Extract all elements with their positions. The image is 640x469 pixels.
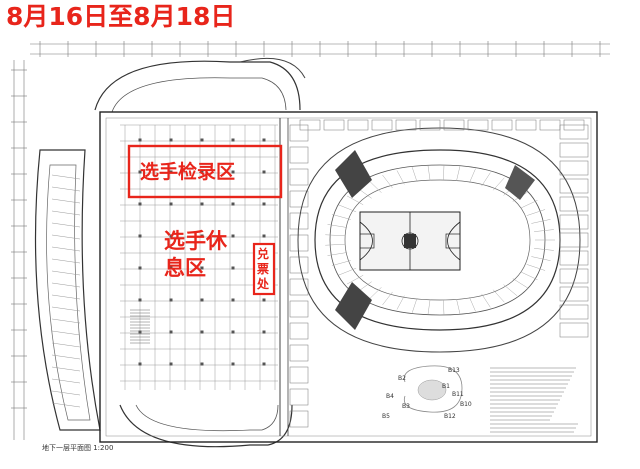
top-ramp-inner — [111, 77, 287, 113]
left-hall-stair — [130, 309, 150, 344]
left-annex-inner — [46, 164, 91, 421]
dimension-lines — [13, 43, 610, 440]
arena-seating-lines — [325, 165, 555, 315]
rest-zone-line-2: 息区 — [164, 256, 206, 280]
arena-wedge-ne — [505, 165, 535, 200]
key-plan-label: B10 — [460, 401, 472, 408]
ticket-office-box — [252, 242, 276, 296]
arena-wedge-nw — [335, 150, 372, 198]
ticket-office-line-3: 处 — [256, 277, 269, 291]
dimension-ticks — [11, 41, 601, 409]
court-center-mark — [404, 234, 416, 248]
bottom-ramp-inner — [135, 404, 279, 432]
rest-zone-line-1: 选手休 — [164, 229, 227, 253]
corridor-rooms — [289, 124, 309, 428]
arena-wedge-sw — [335, 282, 372, 330]
key-plan-label: B13 — [448, 367, 460, 374]
top-ramp-outer — [94, 60, 301, 111]
drawing-caption: 地下一层平面图 1:200 — [42, 444, 114, 452]
rest-zone-label: 选手休 息区 — [164, 228, 227, 282]
right-service-rooms — [299, 119, 589, 338]
main-building-outline — [99, 111, 598, 443]
checkin-zone-label: 选手检录区 — [140, 161, 236, 183]
key-plan-label: B2 — [398, 375, 406, 382]
key-plan-label: B5 — [382, 413, 390, 420]
ticket-office-label: 兑 票 处 — [255, 247, 271, 292]
key-plan-label: B1 — [442, 383, 450, 390]
hall-grid — [120, 124, 278, 390]
left-annex-outline — [34, 149, 101, 431]
key-plan-label: B3 — [402, 403, 410, 410]
date-range-title: 8月16日至8月18日 — [6, 2, 236, 31]
left-annex-hatch — [51, 174, 81, 408]
top-ramp-right — [239, 57, 306, 79]
main-building-inner — [105, 117, 592, 437]
key-plan: B2 B13 B4 B1 B11 B3 B10 B5 B12 — [382, 365, 472, 420]
bottom-ramp-outer — [119, 404, 293, 448]
ticket-office-line-2: 票 — [256, 262, 269, 276]
checkin-zone-box — [127, 144, 283, 199]
ticket-office-line-1: 兑 — [256, 247, 269, 261]
key-plan-label: B4 — [386, 393, 394, 400]
key-plan-label: B12 — [444, 413, 456, 420]
key-plan-label: B11 — [452, 391, 464, 398]
arena-outermost-ring — [297, 127, 581, 353]
notes-text-lines — [490, 367, 578, 433]
hall-columns — [138, 138, 266, 366]
